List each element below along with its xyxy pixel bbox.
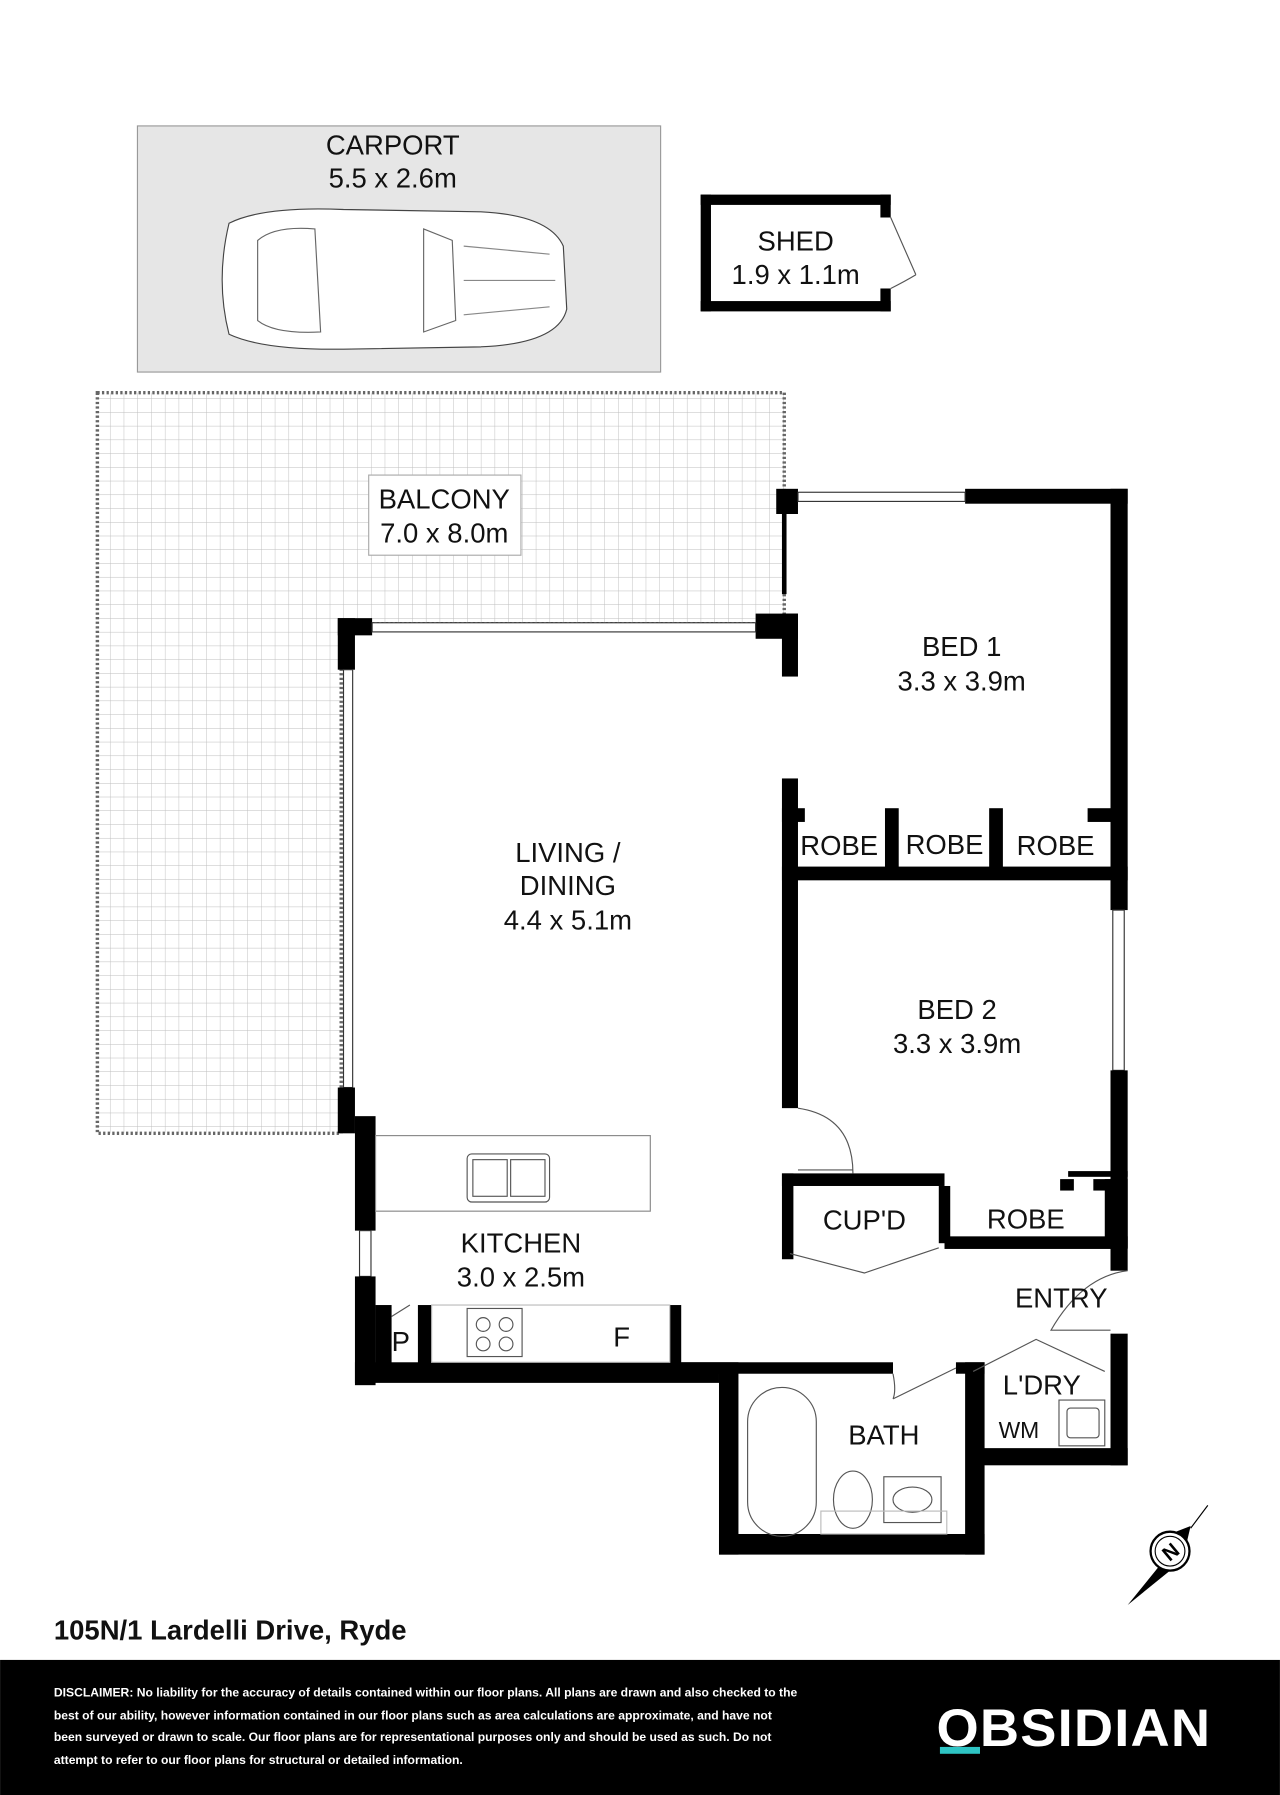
toilet-icon xyxy=(832,1470,873,1529)
bed2-size: 3.3 x 3.9m xyxy=(893,1028,1021,1059)
bed1-label: BED 1 xyxy=(922,631,1001,662)
shed: SHED 1.9 x 1.1m xyxy=(700,194,917,312)
carport-label: CARPORT xyxy=(326,130,460,161)
fridge-label: F xyxy=(613,1321,630,1352)
car-icon xyxy=(221,208,568,350)
compass-icon: N xyxy=(1127,1505,1209,1605)
carport: CARPORT 5.5 x 2.6m xyxy=(136,125,662,373)
robe-label-1: ROBE xyxy=(800,830,878,861)
walls xyxy=(337,488,1128,1555)
shed-size: 1.9 x 1.1m xyxy=(732,259,860,290)
balcony-size: 7.0 x 8.0m xyxy=(380,518,508,549)
sink-icon xyxy=(466,1153,551,1203)
living-label-2: DINING xyxy=(520,870,616,901)
disclaimer-line-1: DISCLAIMER: No liability for the accurac… xyxy=(54,1686,798,1700)
pantry-label: P xyxy=(392,1326,410,1357)
bathtub-icon xyxy=(747,1386,817,1537)
kitchen-size: 3.0 x 2.5m xyxy=(457,1262,585,1293)
shed-label: SHED xyxy=(758,226,834,257)
disclaimer-line-3: been surveyed or drawn to scale. Our flo… xyxy=(54,1730,772,1744)
bed1-size: 3.3 x 3.9m xyxy=(898,665,1026,696)
carport-size: 5.5 x 2.6m xyxy=(329,163,457,194)
disclaimer-line-2: best of our ability, however information… xyxy=(54,1708,772,1722)
property-address: 105N/1 Lardelli Drive, Ryde xyxy=(54,1614,407,1645)
washing-machine-label: WM xyxy=(999,1417,1040,1443)
fixtures xyxy=(374,1107,1128,1537)
cupboard-label: CUP'D xyxy=(823,1204,906,1235)
bath-label: BATH xyxy=(848,1420,919,1451)
robe-label-2: ROBE xyxy=(906,829,984,860)
disclaimer-line-4: attempt to refer to our floor plans for … xyxy=(54,1753,463,1767)
logo-text: OBSIDIAN xyxy=(936,1699,1211,1758)
robe-label-4: ROBE xyxy=(987,1203,1065,1234)
living-label-1: LIVING / xyxy=(515,837,621,868)
bed2-label: BED 2 xyxy=(917,994,996,1025)
laundry-label: L'DRY xyxy=(1003,1369,1081,1400)
basin-icon xyxy=(883,1476,942,1524)
laundry-tub-icon xyxy=(1058,1399,1106,1447)
kitchen-label: KITCHEN xyxy=(461,1227,582,1258)
entry-label: ENTRY xyxy=(1015,1282,1108,1313)
living-size: 4.4 x 5.1m xyxy=(504,905,632,936)
footer: DISCLAIMER: No liability for the accurac… xyxy=(0,1659,1280,1795)
balcony-label: BALCONY xyxy=(379,483,510,514)
cooktop-icon xyxy=(466,1307,523,1358)
robe-label-3: ROBE xyxy=(1017,830,1095,861)
obsidian-logo: OBSIDIAN xyxy=(936,1699,1211,1758)
balcony: BALCONY 7.0 x 8.0m xyxy=(95,390,786,1136)
